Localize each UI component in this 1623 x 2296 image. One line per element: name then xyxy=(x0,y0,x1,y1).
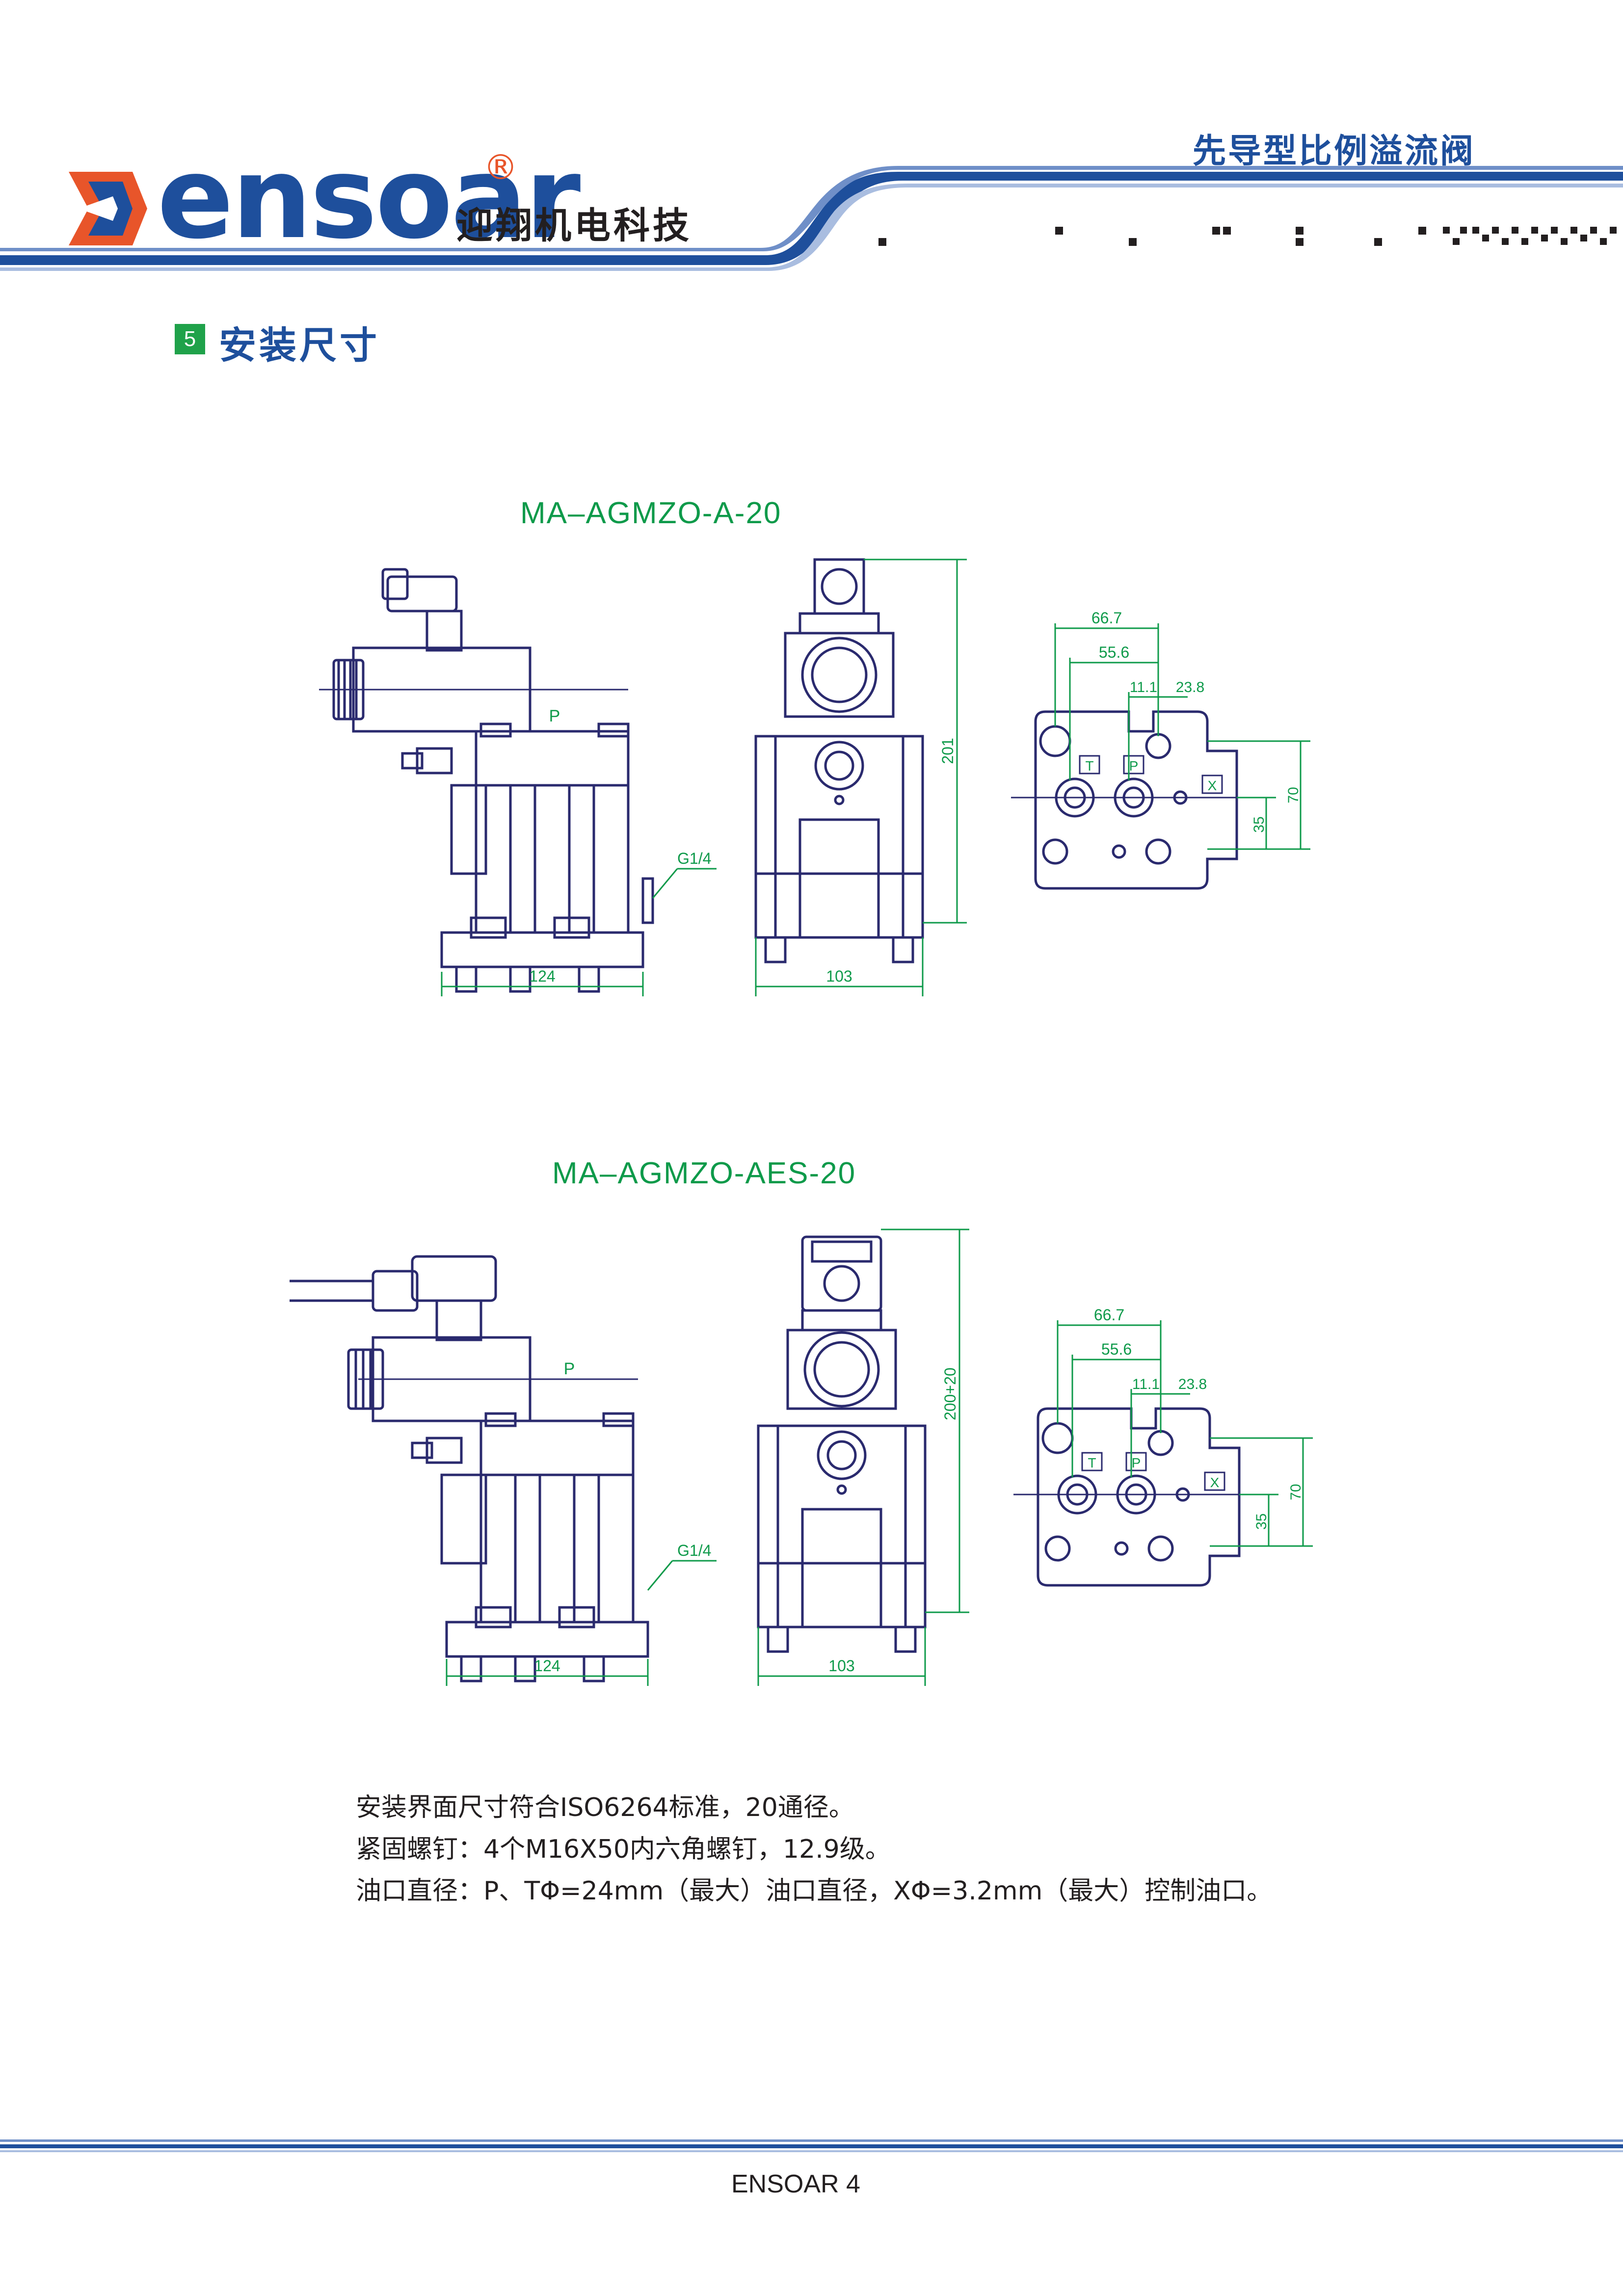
drawing-1-thread-label: G1/4 xyxy=(677,850,711,867)
drawing-1-front-view: 201 103 xyxy=(754,558,967,996)
drawing-2-width-side: 124 xyxy=(534,1657,560,1675)
drawing-2-port-t: T xyxy=(1088,1455,1096,1470)
drawing-2-port-p: P xyxy=(1132,1455,1141,1470)
brand-latin: ensoar xyxy=(157,133,581,264)
drawing-1-dim-d2: 55.6 xyxy=(1099,643,1129,661)
drawing-1-dim-d4: 23.8 xyxy=(1176,679,1204,695)
drawing-2-dim-h1: 35 xyxy=(1253,1513,1270,1529)
drawing-1-port-p: P xyxy=(1129,758,1139,774)
drawing-1-dim-d3: 11.1 xyxy=(1130,679,1157,695)
drawing-2-dim-d2: 55.6 xyxy=(1101,1340,1132,1358)
drawing-1-height: 201 xyxy=(939,738,957,764)
drawing-2-dim-d4: 23.8 xyxy=(1178,1376,1207,1392)
brand-logotype: ensoar xyxy=(157,142,581,255)
drawing-2-mount-face: 66.7 55.6 11.1 23.8 35 70 T P X xyxy=(1013,1306,1313,1587)
page-footer: ENSOAR 4 xyxy=(731,2170,860,2198)
drawing-1-model-title: MA–AGMZO-A-20 xyxy=(520,496,782,530)
drawing-2-thread-label: G1/4 xyxy=(677,1542,711,1559)
drawing-2-port-label: P xyxy=(564,1360,575,1378)
drawing-2-model-title: MA–AGMZO-AES-20 xyxy=(552,1156,856,1190)
note-line: 紧固螺钉：4个M16X50内六角螺钉，12.9级。 xyxy=(356,1835,891,1864)
drawing-1-port-x: X xyxy=(1208,778,1217,793)
drawing-2-dim-d1: 66.7 xyxy=(1094,1306,1124,1324)
drawing-2-side-view: P G1/4 124 xyxy=(290,1255,717,1686)
drawing-2-front-view: 200+20 103 xyxy=(757,1228,969,1686)
drawing-2-dim-d3: 11.1 xyxy=(1132,1376,1160,1392)
drawing-2-dim-h2: 70 xyxy=(1288,1484,1304,1500)
drawing-1-dim-h1: 35 xyxy=(1251,816,1267,832)
brand-chinese-name: 迎翔机电科技 xyxy=(456,205,692,247)
section-number-badge: 5 xyxy=(175,324,205,354)
logo-emblem-icon xyxy=(69,172,147,245)
drawing-1-port-t: T xyxy=(1085,758,1093,774)
document-header-title: 先导型比例溢流阀 xyxy=(1193,132,1476,171)
drawing-2-height: 200+20 xyxy=(941,1367,959,1420)
drawing-1-mount-face: 66.7 55.6 11.1 23.8 35 70 T P X xyxy=(1011,609,1310,890)
registered-mark: ® xyxy=(483,147,518,187)
drawing-1-port-label: P xyxy=(549,707,560,725)
drawing-1-dim-h2: 70 xyxy=(1285,787,1302,803)
note-line: 安装界面尺寸符合ISO6264标准，20通径。 xyxy=(356,1793,854,1822)
footer-rule xyxy=(0,2139,1623,2152)
drawing-1-width-side: 124 xyxy=(529,967,555,985)
drawing-1-width-front: 103 xyxy=(826,967,852,985)
header-banner xyxy=(0,166,1623,271)
note-line: 油口直径：P、TΦ=24mm（最大）油口直径，XΦ=3.2mm（最大）控制油口。 xyxy=(356,1876,1273,1906)
drawing-2-port-x: X xyxy=(1210,1475,1220,1490)
section-title: 安装尺寸 xyxy=(219,323,380,367)
drawing-2-width-front: 103 xyxy=(828,1657,854,1675)
drawing-1-dim-d1: 66.7 xyxy=(1091,609,1122,627)
drawing-1-side-view: P G1/4 124 xyxy=(319,568,717,996)
